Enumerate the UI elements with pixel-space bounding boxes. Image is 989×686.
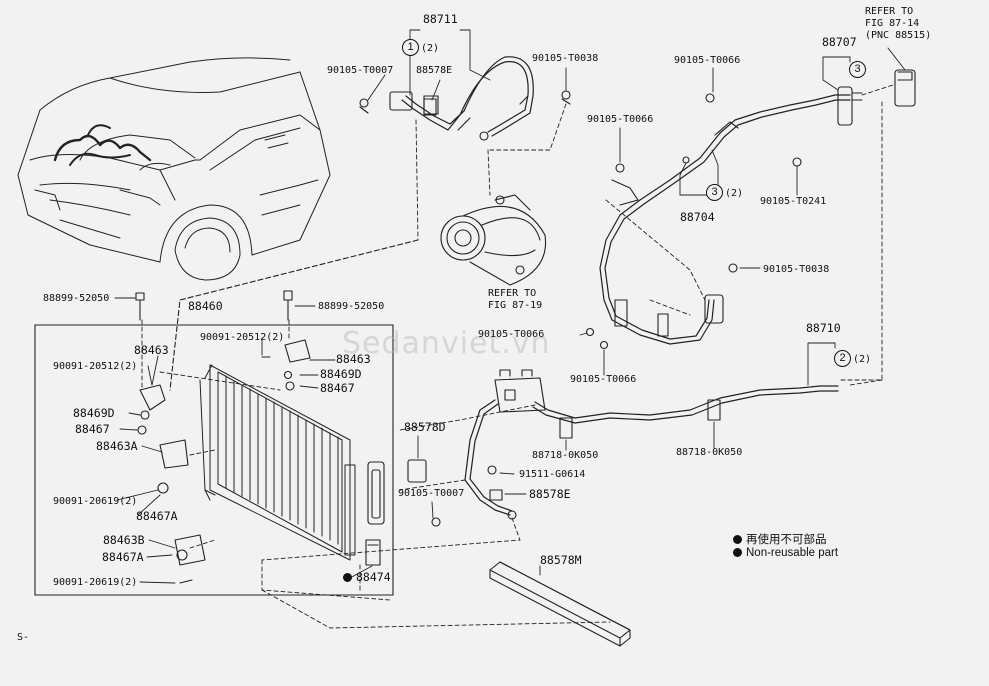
- part-90105-t0241: 90105-T0241: [760, 196, 827, 207]
- part-88463-left: 88463: [134, 343, 169, 357]
- callout-2-qty: (2): [853, 354, 872, 365]
- refer-fig-87-19-line1: REFER TO: [488, 288, 537, 299]
- insulator-88578e-top: [423, 95, 439, 115]
- ac-compressor: [440, 194, 547, 286]
- part-88578d: 88578D: [404, 420, 446, 434]
- vehicle-outline: [17, 57, 331, 281]
- legend-en: Non-reusable part: [733, 547, 838, 559]
- part-88704: 88704: [680, 210, 715, 224]
- part-90105-t0038-top: 90105-T0038: [532, 53, 599, 64]
- refer-fig-87-14-line2: FIG 87-14: [865, 18, 920, 29]
- legend-dot-jp: [733, 535, 742, 544]
- callout-3b: 3: [706, 184, 723, 201]
- part-90105-t0066-d: 90105-T0066: [570, 374, 637, 385]
- part-88467a-b: 88467A: [102, 550, 144, 564]
- refer-fig-87-14-line1: REFER TO: [865, 6, 914, 17]
- watermark-text: Sedanviet.vn: [342, 326, 551, 361]
- part-90105-t0007-top: 90105-T0007: [327, 65, 394, 76]
- legend-jp-text: 再使用不可部品: [746, 534, 827, 546]
- part-88467a-a: 88467A: [136, 509, 178, 523]
- callout-1-qty: (2): [421, 43, 440, 54]
- condenser-core: [199, 364, 356, 561]
- part-88899-52050-left: 88899-52050: [43, 293, 110, 304]
- part-88469d-left: 88469D: [73, 406, 115, 420]
- legend-jp: 再使用不可部品: [733, 531, 827, 547]
- part-88467-left: 88467: [75, 422, 110, 436]
- part-88474: 88474: [343, 570, 391, 584]
- part-88578e-top: 88578E: [416, 65, 453, 76]
- liquid-tube: [407, 369, 839, 527]
- callout-3a: 3: [849, 61, 866, 78]
- receiver-dryer: [365, 461, 385, 566]
- part-90105-t0066-b: 90105-T0066: [587, 114, 654, 125]
- refer-fig-87-19-line2: FIG 87-19: [488, 300, 543, 311]
- part-90091-20512-top: 90091-20512(2): [200, 332, 285, 343]
- part-88711: 88711: [423, 12, 458, 26]
- part-91511-g0614: 91511-G0614: [519, 469, 586, 480]
- part-88718-0k050-b: 88718-0K050: [676, 447, 743, 458]
- callout-1: 1: [402, 39, 419, 56]
- callout-2: 2: [834, 350, 851, 367]
- part-88463a: 88463A: [96, 439, 138, 453]
- part-88718-0k050-a: 88718-0K050: [532, 450, 599, 461]
- part-88710: 88710: [806, 321, 841, 335]
- figure-code: S-: [17, 632, 30, 643]
- part-90105-t0038-mid: 90105-T0038: [763, 264, 830, 275]
- part-90105-t0066-c: 90105-T0066: [478, 329, 545, 340]
- part-90091-20619-b: 90091-20619(2): [53, 577, 138, 588]
- part-88467-right: 88467: [320, 381, 355, 395]
- part-90105-t0007-bottom: 90105-T0007: [398, 488, 465, 499]
- condenser-brackets: [135, 290, 311, 584]
- refer-fig-87-14-line3: (PNC 88515): [865, 30, 932, 41]
- part-88899-52050-right: 88899-52050: [318, 301, 385, 312]
- part-88463-right: 88463: [336, 352, 371, 366]
- callout-3b-qty: (2): [725, 188, 744, 199]
- non-reusable-dot: [343, 573, 352, 582]
- part-88578m: 88578M: [540, 553, 582, 567]
- part-88463b: 88463B: [103, 533, 145, 547]
- legend-dot-en: [733, 548, 742, 557]
- part-90091-20512-left: 90091-20512(2): [53, 361, 138, 372]
- part-88474-number: 88474: [356, 570, 391, 584]
- part-90105-t0066-a: 90105-T0066: [674, 55, 741, 66]
- part-88707: 88707: [822, 35, 857, 49]
- part-88460: 88460: [188, 299, 223, 313]
- suction-hose: [585, 69, 916, 350]
- insulator-88578m: [489, 561, 631, 647]
- legend-en-text: Non-reusable part: [746, 547, 839, 559]
- part-88469d-right: 88469D: [320, 367, 362, 381]
- condenser-group-frame: [34, 324, 394, 596]
- part-88578e-bottom: 88578E: [529, 487, 571, 501]
- discharge-hose: [359, 56, 571, 141]
- part-90091-20619-a: 90091-20619(2): [53, 496, 138, 507]
